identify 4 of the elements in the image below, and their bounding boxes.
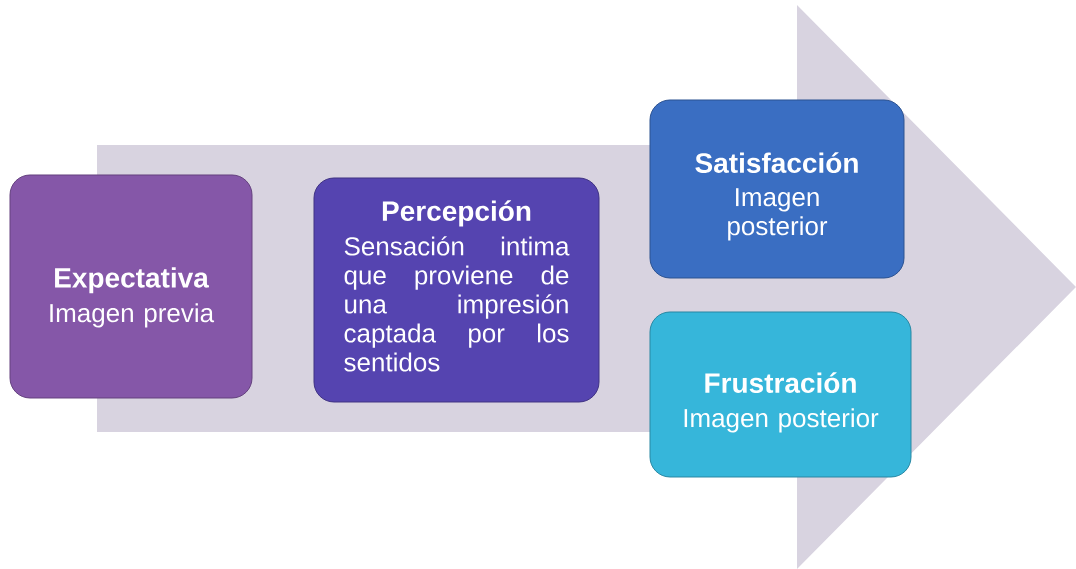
process-box: Frustración Imagen posterior (649, 311, 912, 478)
process-box: Satisfacción Imagen posterior (649, 99, 905, 279)
process-box: Expectativa Imagen previa (9, 174, 253, 399)
process-box: Percepción Sensación intima que proviene de una impresión captada por los sentidos (313, 177, 600, 403)
